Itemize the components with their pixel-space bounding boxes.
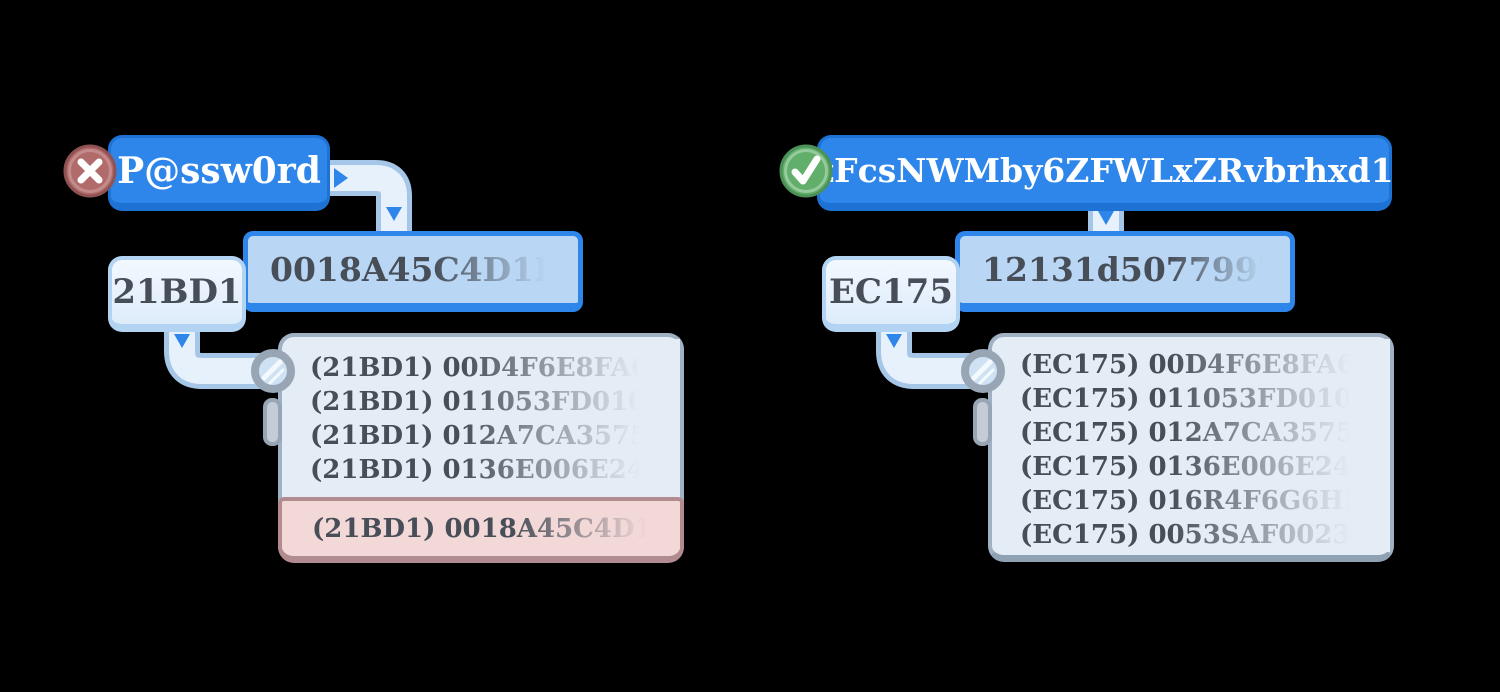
pipe <box>169 323 292 384</box>
text-fade-overlay <box>1170 236 1290 303</box>
arrow-down-icon <box>386 207 402 221</box>
arrow-down-icon <box>886 334 902 348</box>
password-box-weak: P@ssw0rd <box>108 135 330 211</box>
check-circle-icon <box>779 144 833 198</box>
text-fade-overlay <box>512 501 680 556</box>
hash-list-card-right: (EC175) 00D4F6E8FA6EECAD2A3AA415EEC418D3… <box>988 333 1394 562</box>
password-text: P@ssw0rd <box>117 149 321 192</box>
hash-prefix-box-right: EC175 <box>822 256 960 332</box>
arrow-down-icon <box>174 334 190 348</box>
password-text: zFcsNWMby6ZFWLxZRvbrhxd1 <box>815 151 1394 190</box>
hash-preview-box-left: 0018A45C4D1DEF81644B54AB7F969B88D65 <box>243 231 583 312</box>
matched-hash-row: (21BD1) 0018A45C4D1DEF81644B54AB7F969B88… <box>278 497 684 563</box>
hash-list: (21BD1) 00D4F6E8FA6EECAD2A3AA415EEC418D3… <box>282 337 680 491</box>
x-circle-icon <box>63 144 117 198</box>
text-fade-overlay <box>433 236 578 303</box>
magnifier-icon <box>251 349 295 446</box>
hash-prefix-text: 21BD1 <box>112 272 242 312</box>
arrow-right-icon <box>334 168 348 188</box>
arrow-down-icon <box>1098 211 1114 225</box>
text-fade-overlay <box>460 339 680 491</box>
pipe <box>326 165 407 234</box>
pipe <box>881 323 1002 384</box>
hash-prefix-box-left: 21BD1 <box>108 256 246 332</box>
password-box-strong: zFcsNWMby6ZFWLxZRvbrhxd1 <box>815 135 1394 211</box>
hash-list: (EC175) 00D4F6E8FA6EECAD2A3AA415EEC418D3… <box>992 337 1390 552</box>
hash-preview-box-right: 12131d5077997c529cd82f3a9b45e7d01f2 <box>955 231 1295 312</box>
magnifier-icon <box>961 349 1005 446</box>
hash-prefix-text: EC175 <box>829 272 953 312</box>
text-fade-overlay <box>1170 339 1390 552</box>
